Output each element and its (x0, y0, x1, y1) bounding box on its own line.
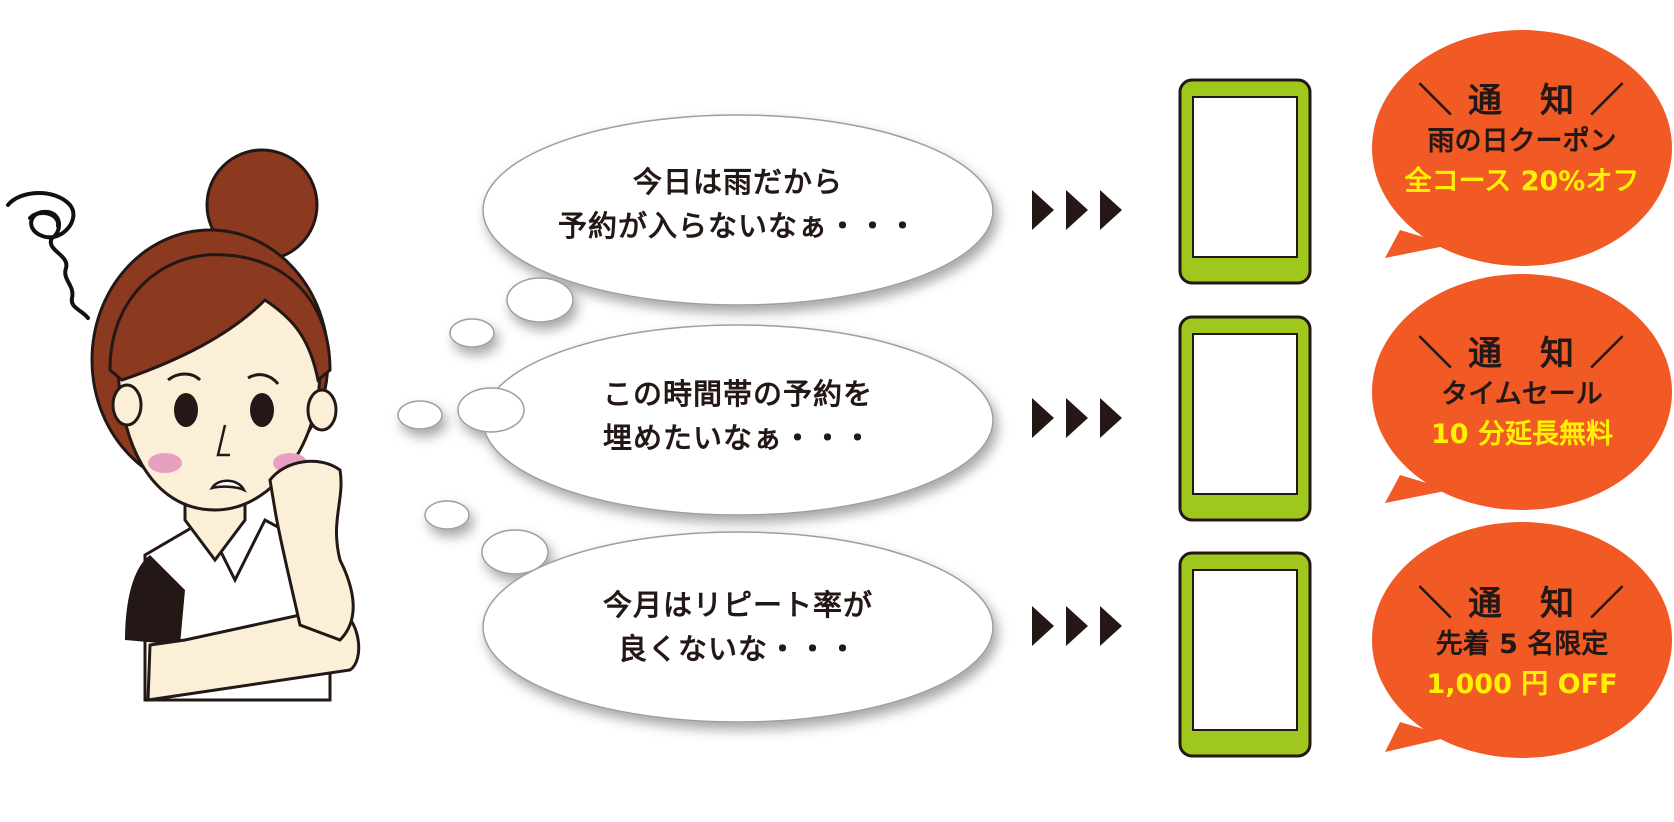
thought-line: この時間帯の予約を (602, 377, 873, 411)
notification-line2: 1,000 円 OFF (1426, 669, 1618, 700)
notification-heading: ＼ 通 知 ／ (1418, 334, 1626, 374)
thought-bubble-1 (482, 114, 994, 306)
notification-text-1: ＼ 通 知 ／ 雨の日クーポン 全コース 20%オフ (1385, 80, 1659, 202)
thought-bubble-3 (482, 531, 994, 723)
triple-triangle-arrow-icon (1032, 190, 1122, 230)
hand (268, 459, 355, 642)
thought-line: 埋めたいなぁ・・・ (602, 421, 873, 455)
smartphone-icon (1178, 78, 1312, 285)
notification-line1: 雨の日クーポン (1427, 126, 1617, 157)
thought-line: 今月はリピート率が (602, 588, 873, 622)
notification-text-2: ＼ 通 知 ／ タイムセール 10 分延長無料 (1385, 333, 1659, 455)
notification-line1: 先着 5 名限定 (1435, 629, 1609, 660)
notification-heading: ＼ 通 知 ／ (1418, 81, 1626, 121)
notification-heading: ＼ 通 知 ／ (1418, 584, 1626, 624)
notification-bubble-1 (1372, 30, 1672, 266)
smartphone-icon (1178, 551, 1312, 758)
smartphone-icon (1178, 315, 1312, 522)
triple-triangle-arrow-icon (1032, 398, 1122, 438)
triple-triangle-arrow-icon (1032, 606, 1122, 646)
right-eye (250, 393, 274, 427)
thought-text-1: 今日は雨だから 予約が入らないなぁ・・・ (520, 160, 956, 248)
woman-character (90, 148, 361, 702)
notification-bubble-3 (1372, 522, 1672, 758)
thought-text-3: 今月はリピート率が 良くないな・・・ (520, 583, 956, 671)
notification-line2: 10 分延長無料 (1431, 419, 1613, 450)
notification-line2: 全コース 20%オフ (1404, 166, 1640, 197)
notification-line1: タイムセール (1441, 379, 1603, 410)
thought-bubbles (397, 114, 994, 723)
thought-line: 予約が入らないなぁ・・・ (557, 209, 918, 243)
thought-line: 良くないな・・・ (617, 632, 858, 666)
notification-bubbles (1372, 30, 1672, 758)
thought-text-2: この時間帯の予約を 埋めたいなぁ・・・ (520, 372, 956, 460)
notification-bubble-2 (1372, 274, 1672, 510)
confusion-scribble-icon (6, 191, 90, 320)
hair-bangs (108, 253, 332, 383)
left-eye (174, 393, 198, 427)
thought-line: 今日は雨だから (632, 165, 843, 199)
notification-text-3: ＼ 通 知 ／ 先着 5 名限定 1,000 円 OFF (1385, 583, 1659, 705)
sleeve (125, 555, 185, 645)
